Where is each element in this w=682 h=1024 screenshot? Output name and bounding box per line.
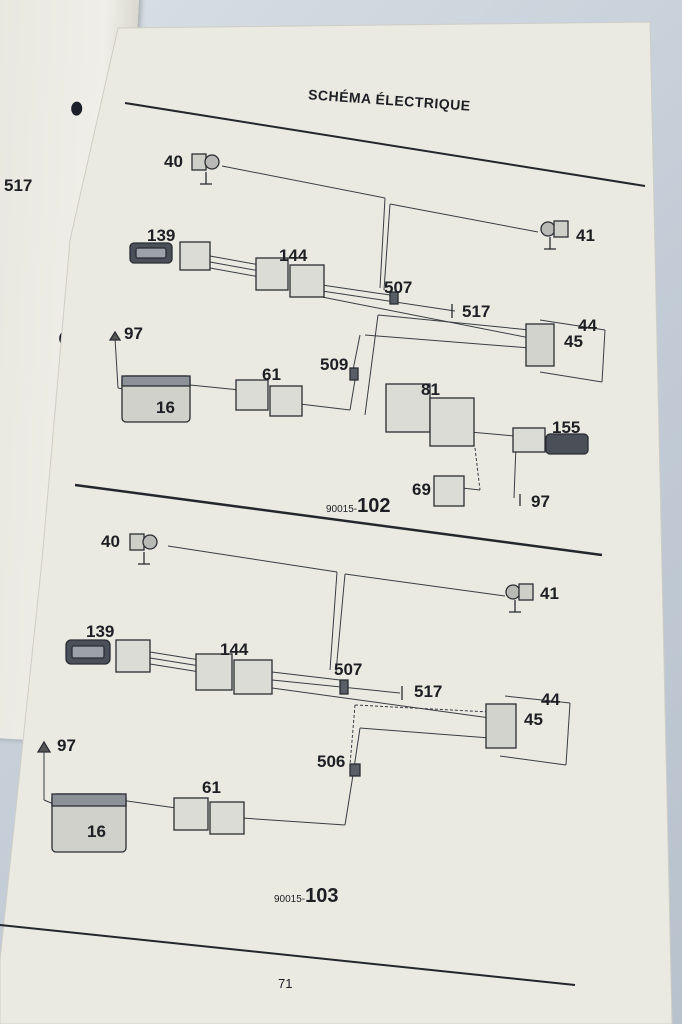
component-label-44: 44 bbox=[541, 690, 560, 709]
connector bbox=[115, 639, 151, 673]
horn-40 bbox=[129, 533, 158, 565]
fuse-box-81 bbox=[385, 383, 431, 433]
horn-41 bbox=[540, 220, 569, 250]
component-label-509: 509 bbox=[320, 355, 349, 374]
switch-155 bbox=[545, 433, 589, 455]
connector bbox=[209, 801, 245, 835]
bottom-rule bbox=[0, 924, 576, 986]
component-label-97: 97 bbox=[57, 736, 76, 755]
diagram-103-drawing bbox=[43, 545, 571, 826]
component-label-139: 139 bbox=[86, 622, 115, 641]
connector bbox=[235, 379, 269, 411]
component-label-16: 16 bbox=[87, 822, 106, 841]
component-label-517: 517 bbox=[414, 682, 443, 701]
component-label-61: 61 bbox=[202, 778, 221, 797]
component-label-45: 45 bbox=[564, 332, 583, 351]
component-label-44: 44 bbox=[578, 316, 597, 335]
fuse-507 bbox=[339, 679, 349, 695]
figure-number-103: 90015-103 bbox=[274, 885, 339, 907]
fuse-box-81 bbox=[429, 397, 475, 447]
component-label-144: 144 bbox=[220, 640, 249, 659]
connector bbox=[512, 427, 546, 453]
diagram-102-components bbox=[108, 153, 589, 507]
connector bbox=[233, 659, 273, 695]
component-label-97b: 97 bbox=[531, 492, 550, 511]
connector bbox=[173, 797, 209, 831]
component-label-139: 139 bbox=[147, 226, 176, 245]
connector bbox=[289, 264, 325, 298]
fuse-506 bbox=[349, 763, 361, 777]
horn-40 bbox=[191, 153, 220, 185]
connector bbox=[195, 653, 233, 691]
horn-41 bbox=[505, 583, 534, 613]
component-label-40: 40 bbox=[164, 152, 183, 171]
page-number: 71 bbox=[278, 976, 293, 991]
header-rule bbox=[124, 102, 646, 187]
connector bbox=[255, 257, 289, 291]
connector bbox=[269, 385, 303, 417]
connector-69 bbox=[433, 475, 465, 507]
figure-number-102: 90015-102 bbox=[326, 495, 391, 517]
paper-sheet bbox=[0, 21, 673, 1024]
fuse-507 bbox=[389, 291, 399, 305]
diagram-divider bbox=[74, 483, 603, 557]
fuse-509 bbox=[349, 367, 359, 381]
component-label-40: 40 bbox=[101, 532, 120, 551]
relay-45 bbox=[525, 323, 555, 367]
diagram-102-drawing bbox=[114, 165, 606, 499]
connector bbox=[179, 241, 211, 271]
component-label-97: 97 bbox=[124, 324, 143, 343]
component-label-506: 506 bbox=[317, 752, 346, 771]
component-label-61: 61 bbox=[262, 365, 281, 384]
component-label-517: 517 bbox=[462, 302, 491, 321]
left-page-label: 517 bbox=[4, 176, 33, 195]
component-label-507: 507 bbox=[384, 278, 413, 297]
component-label-144: 144 bbox=[279, 246, 308, 265]
component-label-45: 45 bbox=[524, 710, 543, 729]
diagram-103-components bbox=[36, 533, 534, 853]
ground-97-top bbox=[36, 740, 52, 753]
component-label-41: 41 bbox=[576, 226, 595, 245]
component-label-16: 16 bbox=[156, 398, 175, 417]
ground-97-top bbox=[108, 330, 122, 341]
component-label-41: 41 bbox=[540, 584, 559, 603]
component-label-155: 155 bbox=[552, 418, 581, 437]
relay-45 bbox=[485, 703, 517, 749]
component-label-69: 69 bbox=[412, 480, 431, 499]
component-label-507: 507 bbox=[334, 660, 363, 679]
component-label-81: 81 bbox=[421, 380, 440, 399]
